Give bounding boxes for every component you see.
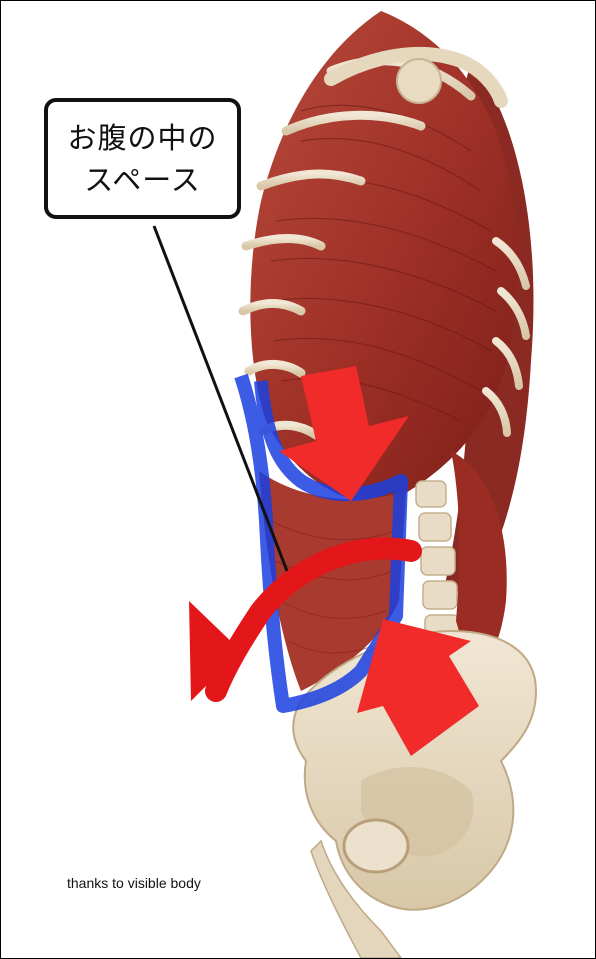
shoulder-joint — [397, 59, 441, 103]
credit-text: thanks to visible body — [67, 875, 201, 891]
callout-box: お腹の中の スペース — [44, 98, 241, 219]
callout-line-2: スペース — [84, 159, 201, 201]
lumbar-vertebrae — [416, 481, 459, 643]
hip-socket — [344, 820, 408, 872]
callout-line-1: お腹の中の — [67, 117, 217, 159]
